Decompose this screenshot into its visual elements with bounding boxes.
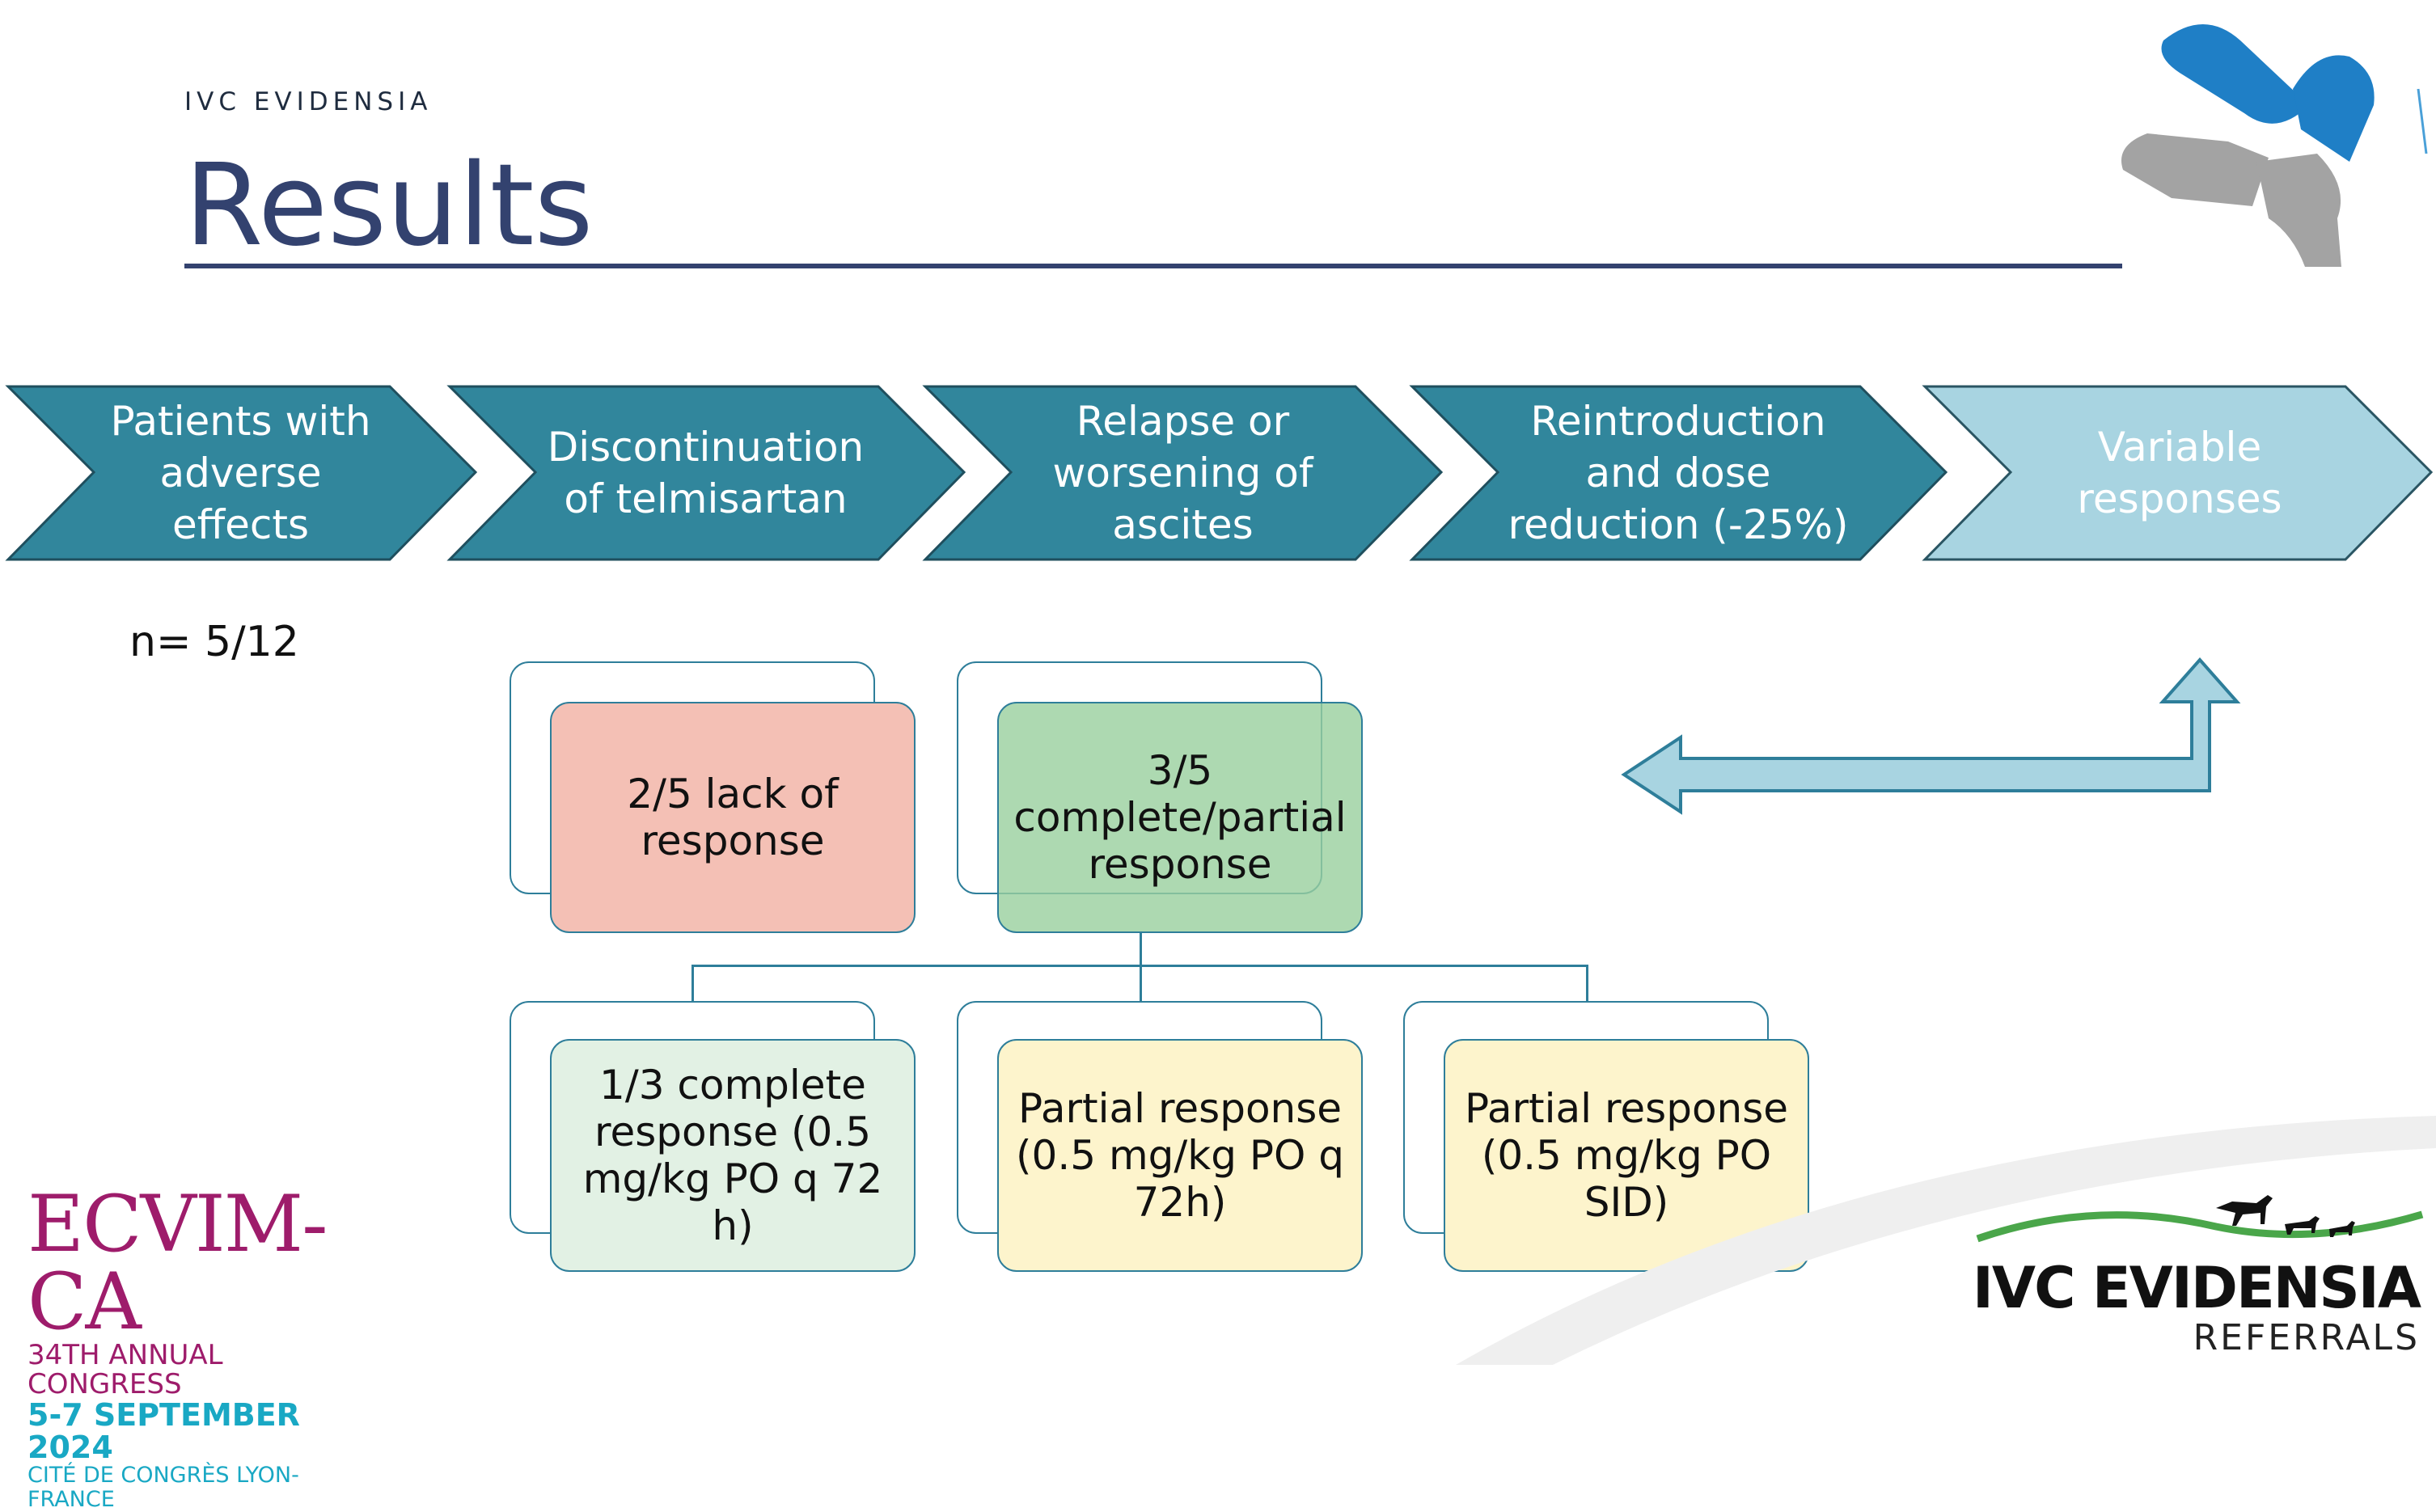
- ecvim-logo: ECVIM-CA 34TH ANNUAL CONGRESS 5-7 SEPTEM…: [27, 1185, 367, 1512]
- connector-left-drop: [691, 965, 694, 1002]
- card-lack-response: 2/5 lack of response: [550, 702, 916, 933]
- card-complete-partial: 3/5 complete/partial response: [997, 702, 1363, 933]
- background-swoosh: [1456, 1116, 2436, 1365]
- title-underline: [184, 264, 2122, 268]
- connector-horizontal: [691, 965, 1588, 967]
- ecvim-venue: CITÉ DE CONGRÈS LYON-FRANCE: [27, 1463, 299, 1512]
- connector-vertical-main: [1140, 932, 1142, 1002]
- card-sub-outcome-1: 1/3 complete response (0.5 mg/kg PO q 72…: [550, 1039, 916, 1272]
- ivc-top-logo-icon: [2121, 24, 2428, 267]
- ecvim-title: ECVIM-CA: [27, 1179, 328, 1347]
- chevron-step-3: [922, 385, 1444, 561]
- ecvim-dates: 5-7 SEPTEMBER 2024: [27, 1397, 300, 1465]
- brand-label: IVC EVIDENSIA: [184, 87, 433, 116]
- process-chevrons: [5, 385, 2434, 561]
- animals-silhouette-icon: [1976, 1195, 2424, 1243]
- sample-size-label: n= 5/12: [129, 618, 299, 666]
- lack-response-text: 2/5 lack of response: [627, 771, 839, 864]
- double-arrow-icon: [1621, 657, 2241, 815]
- sub-outcome-2-text: Partial response (0.5 mg/kg PO q 72h): [1016, 1085, 1344, 1226]
- card-sub-outcome-2: Partial response (0.5 mg/kg PO q 72h): [997, 1039, 1363, 1272]
- ivc-referrals-logo: IVC EVIDENSIA REFERRALS: [1967, 1255, 2421, 1358]
- ivc-logo-main: IVC EVIDENSIA: [1972, 1255, 2421, 1321]
- sub-outcome-3-text: Partial response (0.5 mg/kg PO SID): [1464, 1085, 1789, 1226]
- sub-outcome-1-text: 1/3 complete response (0.5 mg/kg PO q 72…: [582, 1062, 883, 1249]
- page-title: Results: [184, 140, 594, 272]
- connector-right-drop: [1586, 965, 1588, 1002]
- chevron-step-2: [446, 385, 966, 561]
- complete-partial-text: 3/5 complete/partial response: [1013, 747, 1347, 888]
- chevron-step-5: [1922, 385, 2434, 561]
- chevron-step-4: [1409, 385, 1948, 561]
- chevron-step-1: [5, 385, 478, 561]
- ecvim-congress: 34TH ANNUAL CONGRESS: [27, 1339, 223, 1400]
- ivc-logo-sub: REFERRALS: [2193, 1317, 2420, 1358]
